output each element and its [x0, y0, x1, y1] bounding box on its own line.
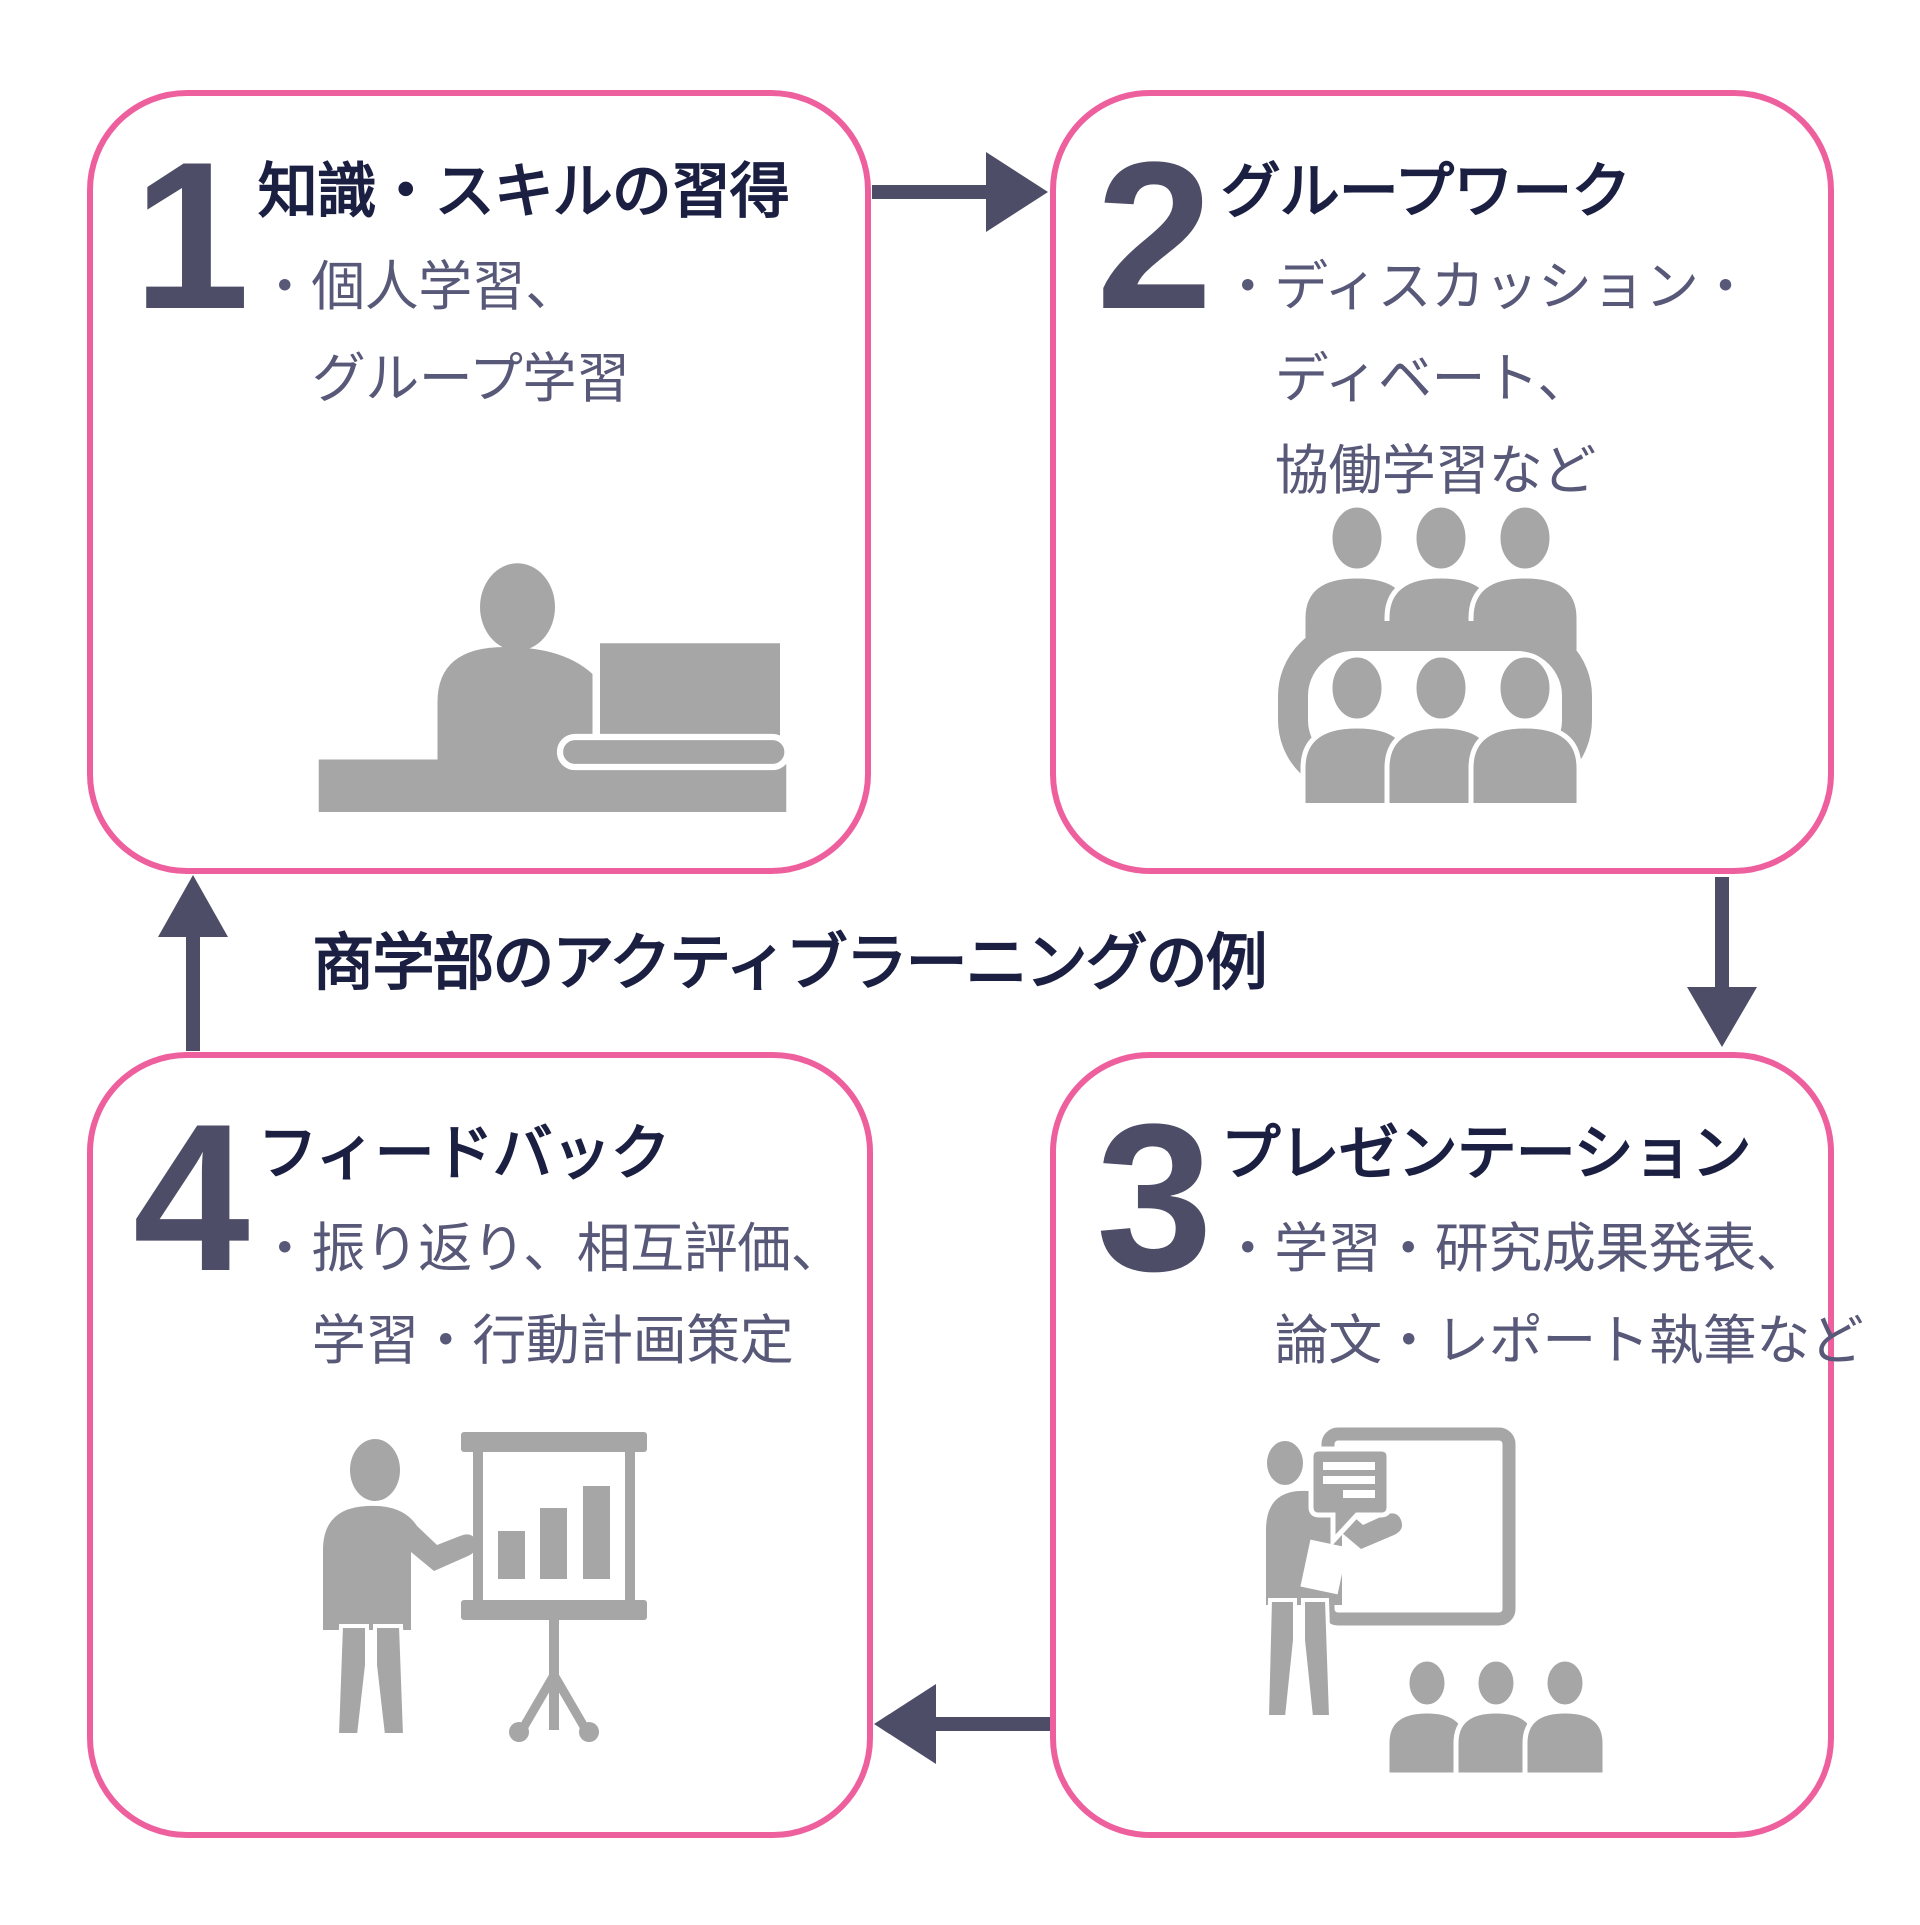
step-2-number: 2	[1096, 118, 1213, 353]
step-3-card: 3 プレゼンテーション ・学習・研究成果発表、 論文・レポート執筆など	[1050, 1052, 1864, 1838]
step-4-details: ・振り返り、相互評価、 学習・行動計画策定	[257, 1204, 845, 1388]
step-4-header: 4 フィードバック ・振り返り、相互評価、 学習・行動計画策定	[93, 1058, 867, 1388]
person-laptop-icon	[318, 563, 790, 812]
step-3-number: 3	[1096, 1080, 1213, 1315]
step-2-detail-line: 協働学習など	[1274, 440, 1597, 501]
group-table-icon	[1278, 503, 1592, 803]
step-4-number: 4	[133, 1080, 250, 1315]
step-4-title: フィードバック	[257, 1120, 671, 1187]
step-3-details: ・学習・研究成果発表、 論文・レポート執筆など	[1220, 1204, 1864, 1388]
step-1-title: 知識・スキルの習得	[257, 158, 790, 225]
arrow-step1-to-step2	[872, 152, 1048, 232]
step-3-detail-line: 論文・レポート執筆など	[1274, 1310, 1864, 1371]
step-3-header: 3 プレゼンテーション ・学習・研究成果発表、 論文・レポート執筆など	[1056, 1058, 1864, 1388]
step-4-detail-line: 学習・行動計画策定	[311, 1310, 794, 1371]
presentation-icon	[1264, 1427, 1620, 1775]
step-3-title: プレゼンテーション	[1220, 1120, 1752, 1187]
step-3-detail-line: ・学習・研究成果発表、	[1220, 1219, 1810, 1279]
diagram-title: 商学部のアクティブラーニングの例	[312, 929, 1267, 998]
step-4-detail-line: ・振り返り、相互評価、	[257, 1219, 845, 1279]
arrow-step4-to-step1	[158, 875, 228, 1051]
step-1-detail-line: ・個人学習、	[257, 257, 580, 317]
step-2-card: 2 グループワーク ・ディスカッション・ ディベート、 協働学習など	[1050, 90, 1834, 874]
step-2-detail-line: ・ディスカッション・	[1220, 257, 1753, 317]
step-1-detail-line: グループ学習	[311, 348, 630, 409]
step-4-card: 4 フィードバック ・振り返り、相互評価、 学習・行動計画策定	[87, 1052, 873, 1838]
flipchart-icon	[323, 1432, 647, 1742]
step-2-title: グループワーク	[1220, 158, 1631, 225]
step-1-details: ・個人学習、 グループ学習	[258, 242, 789, 426]
step-2-detail-line: ディベート、	[1274, 348, 1592, 409]
step-2-header: 2 グループワーク ・ディスカッション・ ディベート、 協働学習など	[1056, 96, 1828, 517]
step-1-card: 1 知識・スキルの習得 ・個人学習、 グループ学習	[87, 90, 871, 874]
step-2-details: ・ディスカッション・ ディベート、 協働学習など	[1220, 242, 1753, 517]
arrow-step3-to-step4	[874, 1684, 1050, 1764]
step-1-number: 1	[133, 118, 250, 353]
arrow-step2-to-step3	[1687, 877, 1757, 1047]
step-1-header: 1 知識・スキルの習得 ・個人学習、 グループ学習	[93, 96, 865, 426]
